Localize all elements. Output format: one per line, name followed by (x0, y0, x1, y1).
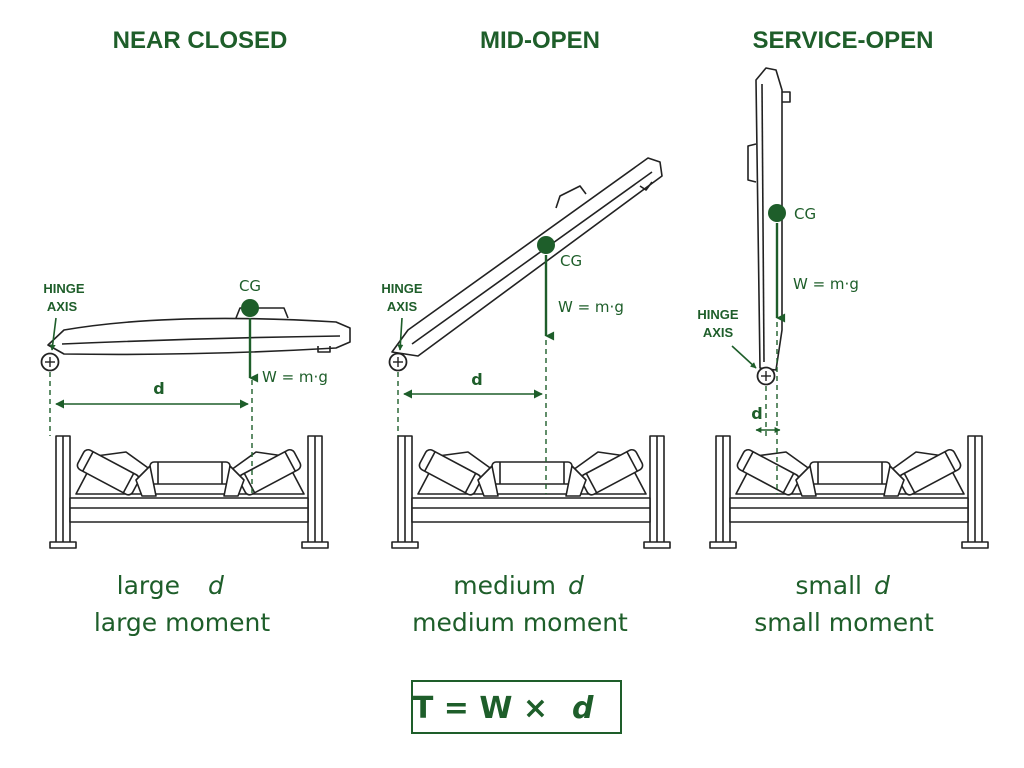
formula-lhs: T = W × (413, 691, 548, 726)
formula-var: d (572, 691, 594, 726)
caption-moment: medium moment (412, 608, 628, 637)
distance-label: d (153, 379, 164, 398)
hinge-axis-icon (40, 352, 60, 372)
idler-frame (49, 435, 329, 549)
cg-label: CG (794, 205, 816, 223)
panel-mid-open: MID-OPEN HINGE AXIS CG W = m·g d medium … (381, 27, 671, 637)
distance-label: d (471, 370, 482, 389)
cg-marker (768, 204, 786, 222)
cg-label: CG (560, 252, 582, 270)
caption-var: d (874, 571, 890, 600)
caption-moment: small moment (754, 608, 934, 637)
caption-var: d (568, 571, 584, 600)
caption-word: small (795, 571, 862, 600)
cg-marker (241, 299, 259, 317)
hinge-label-line1: HINGE (381, 281, 423, 296)
hinge-pointer-arrow (397, 317, 404, 351)
weight-label: W = m·g (793, 275, 859, 293)
panel-service-open: SERVICE-OPEN HINGE AXIS CG W = m·g d sma… (697, 27, 989, 637)
formula-box: T = W × d (411, 680, 622, 734)
hinge-pointer-arrow (731, 345, 757, 369)
idler-frame (391, 435, 671, 549)
cg-marker (537, 236, 555, 254)
hinge-pointer-arrow (49, 317, 57, 351)
hinge-label-line1: HINGE (43, 281, 85, 296)
caption-word: large (117, 571, 180, 600)
hinge-label-line1: HINGE (697, 307, 739, 322)
guard-cover (747, 67, 791, 371)
caption-moment: large moment (94, 608, 271, 637)
caption-word: medium (453, 571, 556, 600)
hinge-label-line2: AXIS (387, 299, 418, 314)
guard-cover (391, 157, 663, 357)
panel-near-closed: NEAR CLOSED HINGE AXIS CG W = m·g d larg… (40, 27, 351, 637)
hinge-label-line2: AXIS (703, 325, 734, 340)
panel-title: MID-OPEN (480, 27, 600, 54)
weight-label: W = m·g (558, 298, 624, 316)
hinge-axis-icon (756, 366, 776, 386)
panel-title: NEAR CLOSED (113, 27, 288, 54)
guard-cover (47, 307, 351, 356)
hinge-label-line2: AXIS (47, 299, 78, 314)
caption-var: d (208, 571, 224, 600)
idler-frame (709, 435, 989, 549)
cg-label: CG (239, 277, 261, 295)
hinge-axis-icon (388, 352, 408, 372)
panel-title: SERVICE-OPEN (753, 27, 934, 54)
weight-label: W = m·g (262, 368, 328, 386)
distance-label: d (751, 404, 762, 423)
